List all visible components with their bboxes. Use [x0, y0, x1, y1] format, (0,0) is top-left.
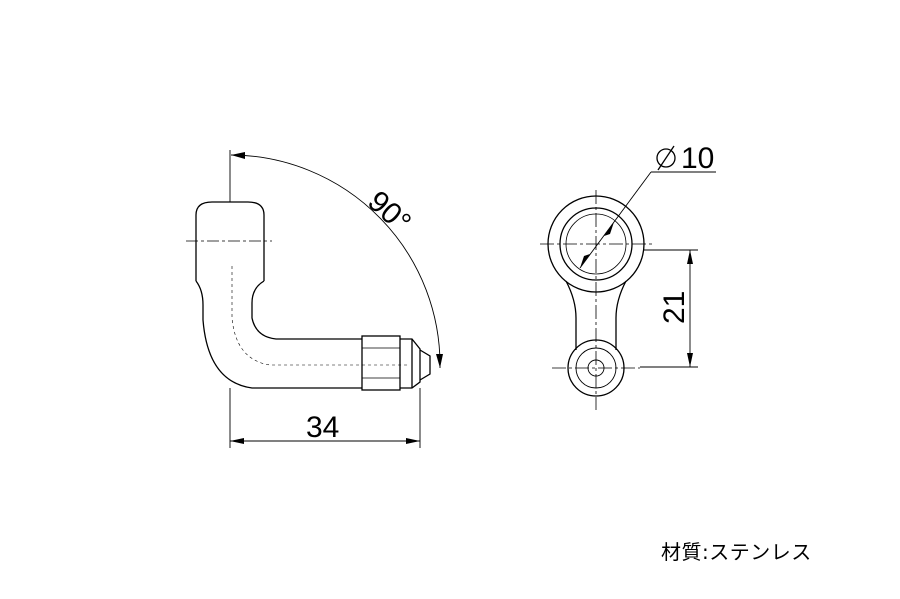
diameter-arrow-lower [580, 254, 590, 268]
length-arrow-left [230, 438, 244, 444]
angle-label: 90° [361, 185, 417, 240]
diameter-value: 10 [681, 142, 714, 175]
threaded-tip [400, 338, 421, 389]
angle-arrow-top [231, 152, 245, 159]
neck-right [615, 280, 627, 350]
angle-dimension [229, 150, 443, 369]
length-label: 34 [306, 411, 339, 444]
length-dimension [229, 388, 421, 448]
center-distance-label: 21 [658, 291, 691, 324]
diameter-symbol-slash [657, 145, 675, 171]
neck-left [565, 280, 577, 350]
cd-arrow-bottom [687, 353, 693, 367]
banjo-head-outline [195, 201, 265, 281]
material-note: 材質:ステンレス [661, 540, 812, 564]
bent-tube-outer [195, 280, 362, 389]
cd-arrow-top [687, 250, 693, 264]
diameter-dimension [579, 145, 716, 269]
length-arrow-right [406, 438, 420, 444]
angle-arrow-right [436, 354, 443, 368]
side-view [186, 201, 431, 391]
diameter-arrow-upper [604, 222, 614, 236]
tube-bore [231, 266, 410, 366]
hex-nut [361, 335, 401, 391]
angle-arc [230, 154, 441, 369]
front-view [540, 190, 652, 410]
center-distance-dimension [640, 249, 698, 368]
diameter-leader [579, 171, 652, 269]
bent-tube-inner [251, 280, 362, 340]
tip-end [411, 339, 431, 388]
diameter-symbol-circle [656, 148, 676, 168]
